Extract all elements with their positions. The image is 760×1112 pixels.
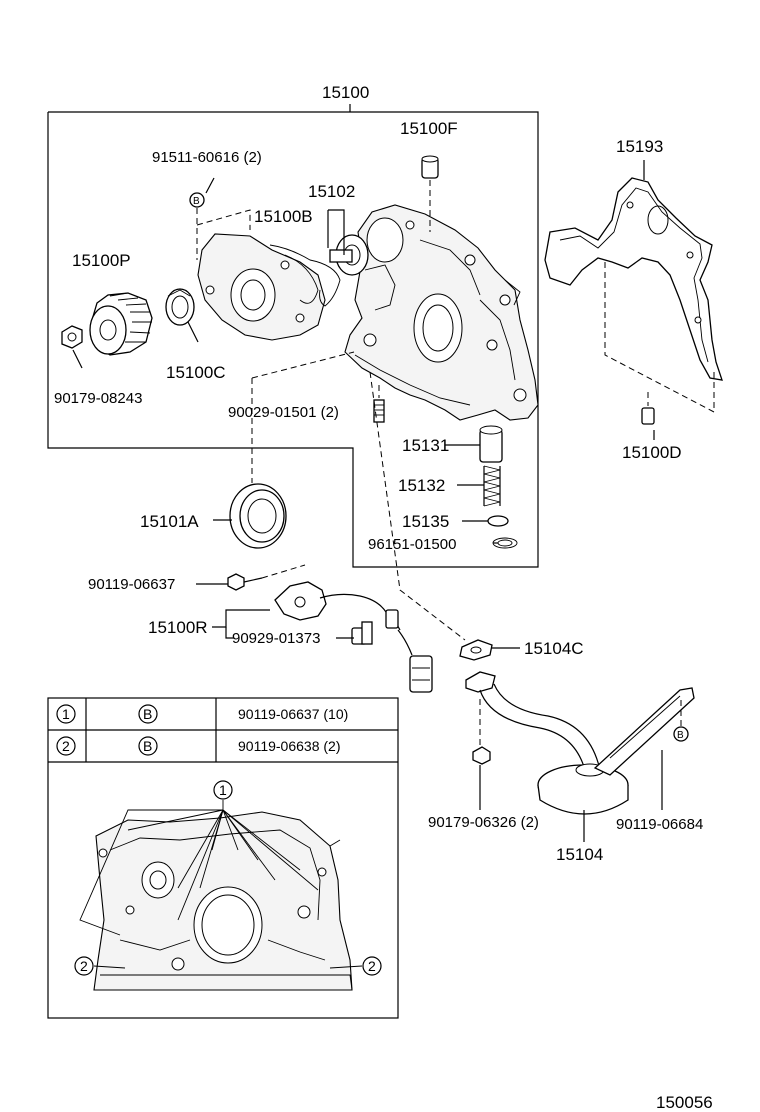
bolt-91511: [189, 177, 215, 260]
part-15100P-gear: [89, 292, 153, 356]
label-15132: 15132: [398, 476, 445, 495]
label-15101A: 15101A: [140, 512, 199, 531]
label-15104C: 15104C: [524, 639, 584, 658]
label-15102: 15102: [308, 182, 355, 201]
callout-1-group: [79, 780, 319, 936]
label-96151: 96151-01500: [368, 536, 456, 553]
bolt-90119-06637: [196, 564, 306, 591]
part-15131-valve: [479, 425, 503, 463]
part-15193-gasket: [544, 160, 723, 381]
label-15100D: 15100D: [622, 443, 682, 462]
bolt-table: [47, 697, 399, 1019]
callout-b-91511: B: [193, 196, 200, 207]
label-15100R: 15100R: [148, 618, 208, 637]
pin-90029-01501: [373, 385, 385, 423]
dash-strainer-line: [369, 371, 466, 641]
label-15100: 15100: [322, 83, 369, 102]
nut-90179-08243: [61, 325, 83, 369]
callout-1-number: 1: [219, 782, 227, 798]
gasket-15100B: [269, 244, 341, 307]
label-15100P: 15100P: [72, 251, 131, 270]
label-15193: 15193: [616, 137, 663, 156]
label-15100B: 15100B: [254, 207, 313, 226]
callout-2-number-right: 2: [368, 958, 376, 974]
part-15100F-sleeve: [421, 155, 439, 232]
part-15100R-sensor: [274, 581, 433, 693]
label-15135: 15135: [402, 512, 449, 531]
nut-90179-06326: [472, 695, 491, 810]
label-15131: 15131: [402, 436, 449, 455]
label-90029: 90029-01501 (2): [228, 404, 339, 421]
label-91511: 91511-60616 (2): [152, 149, 262, 166]
label-90179-06326: 90179-06326 (2): [428, 814, 539, 831]
pump-body-bolt-location-view: [93, 811, 353, 991]
table-row-2-symbol: B: [143, 738, 152, 754]
table-row-2-part: 90119-06638 (2): [238, 738, 340, 754]
label-15104: 15104: [556, 845, 603, 864]
part-15104C-gasket: [459, 639, 520, 661]
part-15101A-oil-seal: [213, 483, 287, 549]
callout-2-number-left: 2: [80, 958, 88, 974]
callout-2-group: [74, 956, 382, 976]
dash-15100B-bracket: [196, 209, 251, 230]
diagram-id: 150056: [656, 1093, 713, 1112]
bolt-90119-06684: [661, 700, 689, 810]
part-15102-rotor: [329, 234, 369, 276]
part-15104-oil-strainer: [465, 671, 695, 842]
assembly-frame-15100: [47, 104, 539, 568]
clamp-90929-01373: [336, 621, 373, 645]
table-row-1-symbol: B: [143, 706, 152, 722]
part-15100B-cover: [197, 233, 326, 341]
label-15100C: 15100C: [166, 363, 226, 382]
label-90119-06637: 90119-06637: [88, 576, 175, 593]
label-90929: 90929-01373: [232, 630, 320, 647]
dash-15100D-bracket: [604, 262, 715, 413]
table-row-1-num: 1: [62, 706, 70, 722]
part-15100D-dowel: [641, 392, 655, 440]
part-15135-retainer: [487, 515, 509, 527]
oil-pump-body: [344, 204, 539, 421]
part-15132-spring: [483, 465, 501, 507]
callout-b-06684: B: [677, 730, 684, 741]
label-15100F: 15100F: [400, 119, 458, 138]
table-row-1-part: 90119-06637 (10): [238, 706, 348, 722]
table-row-2-num: 2: [62, 738, 70, 754]
part-15100C-ring: [165, 288, 199, 343]
label-90119-06684: 90119-06684: [616, 816, 703, 833]
label-90179-08243: 90179-08243: [54, 390, 142, 407]
